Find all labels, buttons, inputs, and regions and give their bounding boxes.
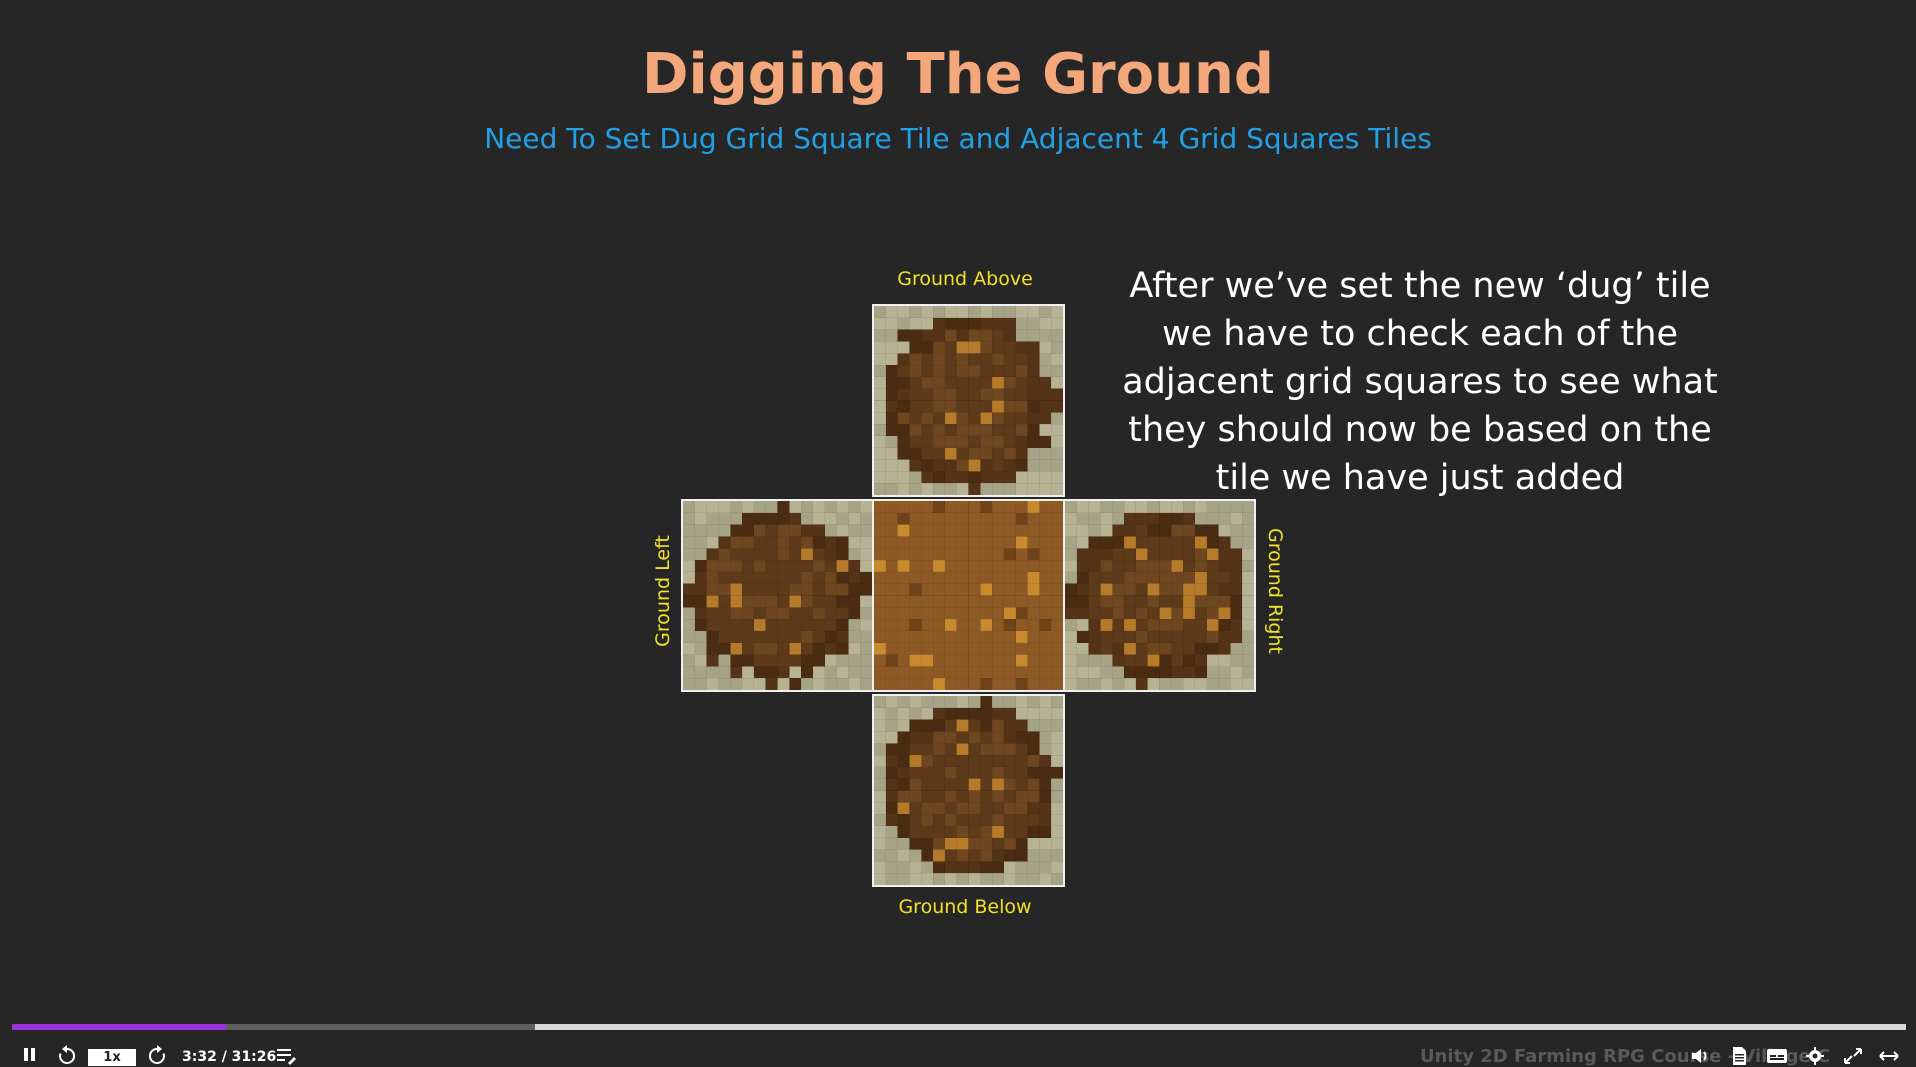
- forward-icon[interactable]: [146, 1044, 168, 1066]
- rewind-icon[interactable]: [56, 1044, 78, 1066]
- progress-played: [12, 1024, 227, 1030]
- label-ground-left: Ground Left: [652, 535, 674, 647]
- pixel-art-tile: [874, 306, 1063, 495]
- tile-dug-center: [872, 499, 1065, 692]
- pause-icon[interactable]: [20, 1044, 40, 1064]
- expand-icon[interactable]: [1878, 1046, 1900, 1066]
- pixel-art-tile: [874, 696, 1063, 885]
- tile-ground-left: [681, 499, 874, 692]
- label-ground-right: Ground Right: [1264, 528, 1286, 654]
- label-ground-below: Ground Below: [898, 896, 1032, 918]
- pixel-art-tile: [683, 501, 872, 690]
- captions-icon[interactable]: [1766, 1046, 1788, 1066]
- tile-ground-above: [872, 304, 1065, 497]
- progress-bar[interactable]: [12, 1024, 1906, 1030]
- fullscreen-icon[interactable]: [1842, 1046, 1864, 1066]
- player-controls: 1x 3:32 / 31:26 Unity 2D Farming RPG Cou…: [0, 1040, 1916, 1067]
- tile-ground-below: [872, 694, 1065, 887]
- slide-title: Digging The Ground: [642, 42, 1274, 107]
- transcript-icon[interactable]: [1728, 1046, 1750, 1066]
- pixel-art-tile: [874, 501, 1063, 690]
- explanation-text: After we’ve set the new ‘dug’ tile we ha…: [1122, 266, 1718, 498]
- notes-icon[interactable]: [275, 1044, 297, 1066]
- label-ground-above: Ground Above: [897, 268, 1033, 290]
- volume-icon[interactable]: [1690, 1046, 1712, 1066]
- speed-button[interactable]: 1x: [88, 1049, 136, 1066]
- progress-buffered: [12, 1024, 535, 1030]
- tile-ground-right: [1063, 499, 1256, 692]
- time-display: 3:32 / 31:26: [182, 1049, 277, 1065]
- pixel-art-tile: [1065, 501, 1254, 690]
- slide-subtitle: Need To Set Dug Grid Square Tile and Adj…: [484, 122, 1432, 155]
- settings-icon[interactable]: [1804, 1046, 1826, 1066]
- course-title: Unity 2D Farming RPG Course - Village Cl…: [1420, 1046, 1830, 1067]
